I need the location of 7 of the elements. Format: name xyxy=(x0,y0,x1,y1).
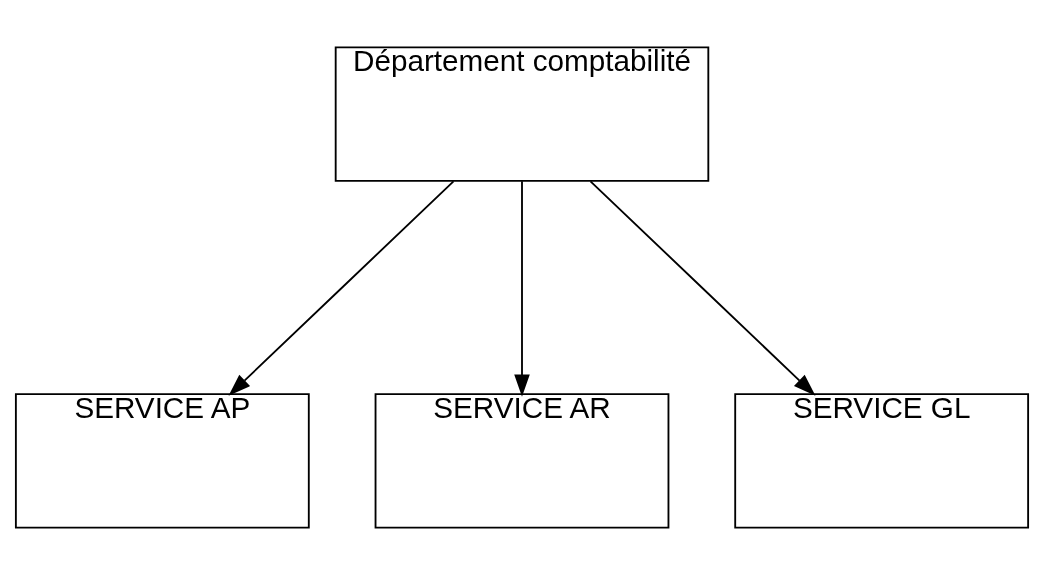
node-box: SERVICE AR xyxy=(374,392,670,528)
node-box: SERVICE GL xyxy=(734,392,1030,528)
node-box: SERVICE AP xyxy=(14,392,310,528)
arrow xyxy=(514,179,530,397)
node-box: Département comptabilité xyxy=(334,46,710,182)
arrow xyxy=(589,179,816,396)
arrow xyxy=(228,179,455,396)
